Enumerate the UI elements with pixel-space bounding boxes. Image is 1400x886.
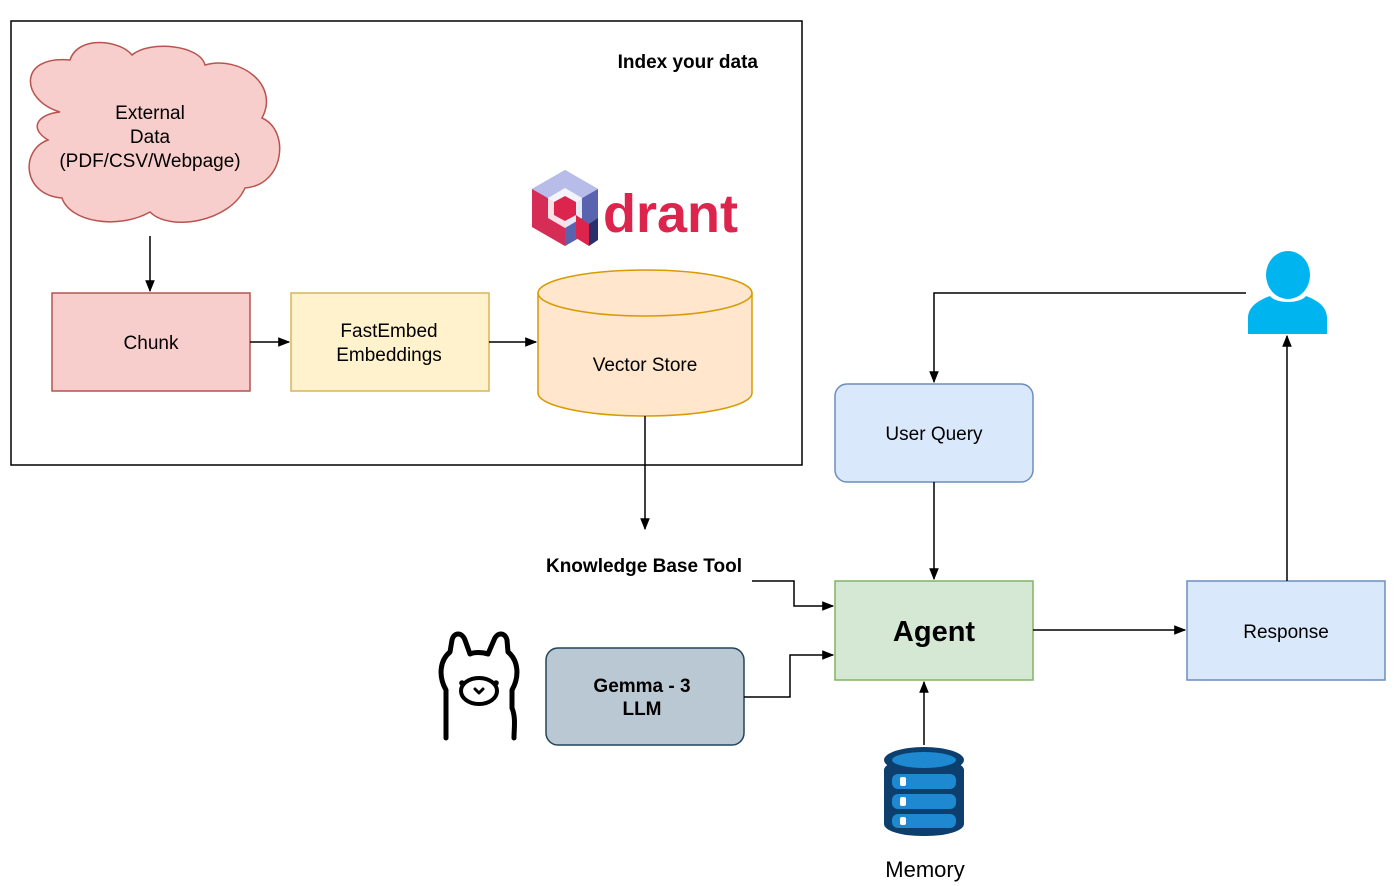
user-icon — [1248, 251, 1327, 334]
fastembed-label-2: Embeddings — [336, 345, 442, 366]
external-data-label-2: Data — [130, 127, 171, 148]
response-node: Response — [1186, 580, 1386, 681]
vector-store-label: Vector Store — [593, 355, 698, 376]
agent-label: Agent — [893, 616, 976, 648]
ollama-llama-icon — [438, 631, 520, 741]
chunk-label: Chunk — [124, 333, 179, 354]
external-data-label-1: External — [115, 103, 185, 124]
memory-database-icon — [884, 747, 964, 836]
agent-node: Agent — [834, 580, 1034, 681]
llm-node: Gemma - 3 LLM — [545, 647, 745, 746]
external-data-label-3: (PDF/CSV/Webpage) — [59, 151, 240, 172]
edge-user-to-query — [929, 292, 1246, 384]
connectors — [145, 236, 1292, 745]
vector-store-node: Vector Store — [537, 269, 753, 417]
fastembed-node: FastEmbed Embeddings — [290, 292, 490, 392]
qdrant-cube-icon — [532, 170, 598, 246]
user-query-label: User Query — [885, 424, 983, 445]
qdrant-wordmark: drant — [603, 184, 738, 244]
llm-label-2: LLM — [622, 699, 661, 720]
edge-tool-to-agent — [752, 580, 835, 611]
llm-label-1: Gemma - 3 — [593, 676, 690, 697]
user-query-node: User Query — [834, 383, 1034, 483]
external-data-cloud: External Data (PDF/CSV/Webpage) — [28, 41, 281, 223]
chunk-node: Chunk — [51, 292, 251, 392]
knowledge-base-tool-label: Knowledge Base Tool — [546, 556, 742, 577]
edge-llm-to-agent — [744, 650, 835, 698]
index-group-title: Index your data — [618, 52, 759, 73]
qdrant-logo: drant — [532, 170, 738, 246]
index-data-group: Index your data — [10, 20, 803, 466]
fastembed-label-1: FastEmbed — [340, 321, 437, 342]
memory-label: Memory — [885, 857, 964, 882]
response-label: Response — [1243, 622, 1329, 643]
